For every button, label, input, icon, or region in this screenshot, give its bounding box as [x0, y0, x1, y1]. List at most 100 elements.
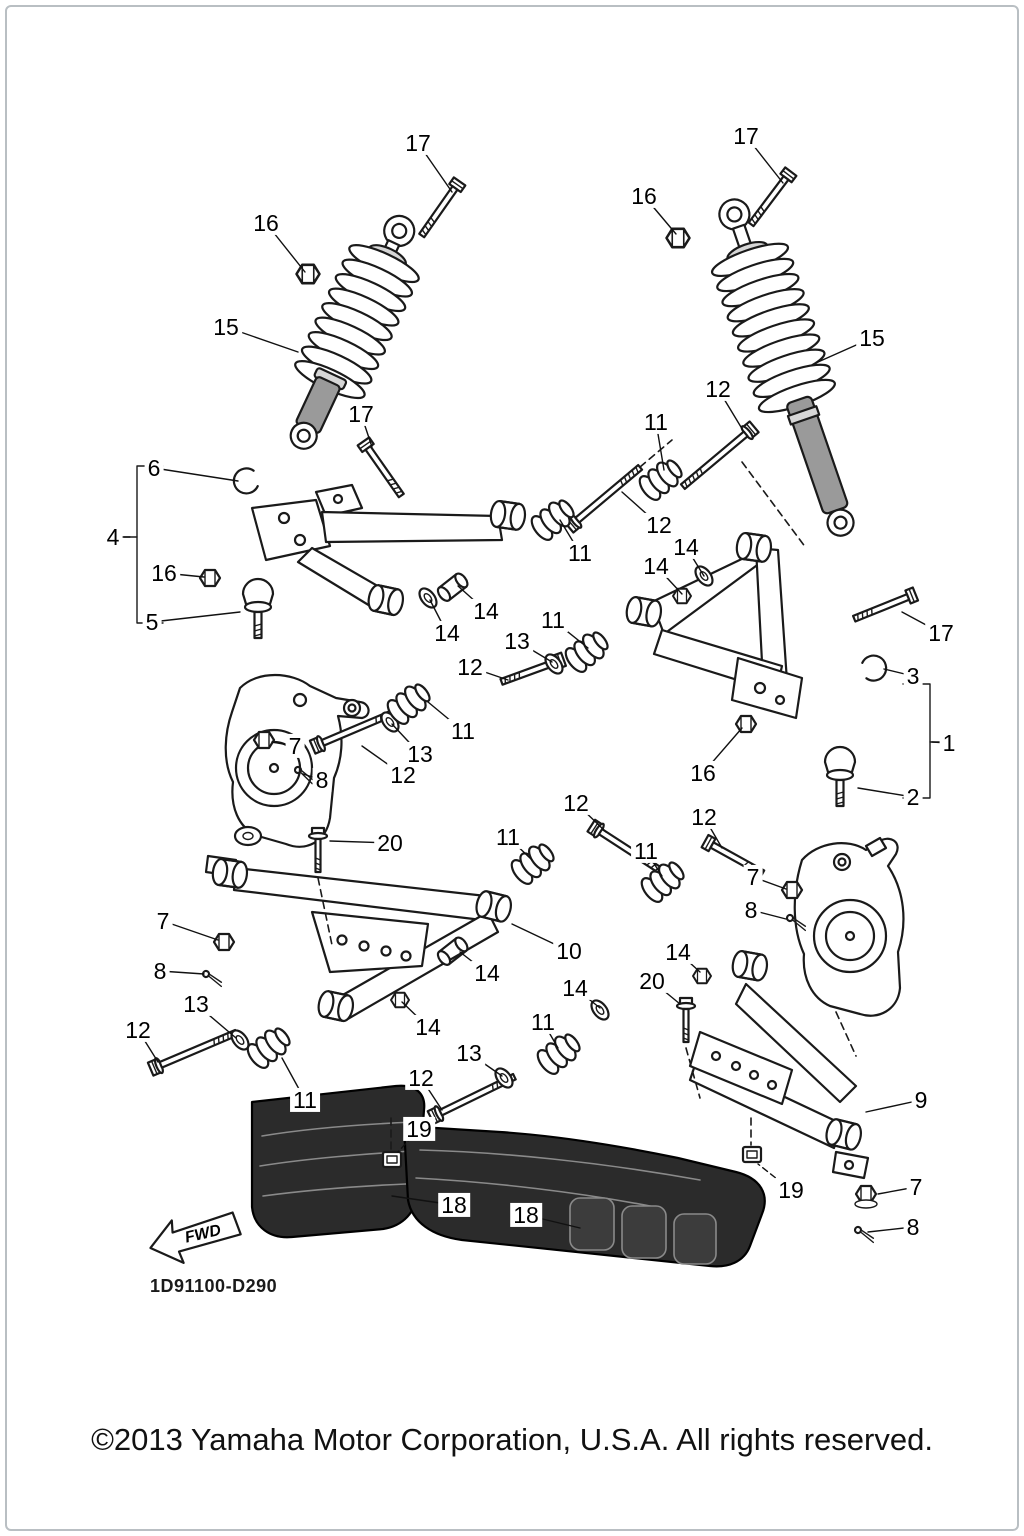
bolt-12	[562, 460, 647, 535]
lower-left-control-arm	[204, 854, 515, 1024]
callout-7: 7	[743, 865, 763, 889]
callout-8: 8	[312, 768, 332, 792]
bushing-cylinder	[623, 594, 664, 629]
callout-5: 5	[142, 610, 162, 634]
callout-8: 8	[741, 898, 761, 922]
bushing-cylinder	[315, 988, 357, 1024]
upper-right-control-arm	[623, 531, 804, 720]
right-shock-absorber	[710, 198, 855, 537]
callout-8: 8	[150, 959, 170, 983]
callout-11: 11	[631, 839, 661, 863]
construction-line	[685, 1047, 701, 1099]
callout-17: 17	[925, 621, 957, 645]
callout-16: 16	[628, 184, 660, 208]
bushing-11	[560, 626, 614, 677]
nut-7	[780, 880, 804, 900]
callout-15: 15	[856, 326, 888, 350]
right-steering-knuckle	[793, 836, 905, 1017]
nut-16	[198, 568, 222, 588]
callout-11: 11	[565, 541, 595, 565]
collar-14	[434, 570, 471, 605]
construction-line	[741, 461, 807, 549]
callout-16: 16	[148, 561, 180, 585]
callout-6: 6	[144, 456, 164, 480]
bolt-17	[850, 586, 920, 627]
callout-12: 12	[405, 1066, 437, 1090]
bolt-12	[676, 419, 761, 494]
callout-13: 13	[404, 742, 436, 766]
callout-12: 12	[688, 805, 720, 829]
callout-17: 17	[402, 131, 434, 155]
nut-14	[672, 587, 692, 605]
bolt-17	[744, 166, 798, 230]
callout-11: 11	[493, 825, 523, 849]
callout-1: 1	[939, 731, 959, 755]
flange-bolt-20	[307, 826, 329, 874]
construction-line	[639, 439, 673, 468]
copyright-text: ©2013 Yamaha Motor Corporation, U.S.A. A…	[91, 1422, 933, 1457]
construction-line	[317, 877, 333, 946]
construction-line	[835, 1011, 857, 1057]
nut-16	[295, 263, 321, 285]
lower-right-control-arm	[688, 948, 870, 1180]
callout-7: 7	[906, 1175, 926, 1199]
cotter-pin-8	[851, 1225, 878, 1244]
fwd-label: FWD	[183, 1222, 223, 1247]
leader-line	[151, 611, 241, 623]
bushing-cylinder	[488, 499, 528, 532]
callout-20: 20	[374, 831, 406, 855]
nut-14	[692, 967, 712, 985]
washer-14	[415, 584, 441, 612]
callout-12: 12	[454, 655, 486, 679]
bushing-11	[634, 454, 688, 505]
bushing-cylinder	[729, 948, 770, 983]
fwd-arrow: FWD	[149, 1211, 242, 1264]
ball-joint-2	[823, 745, 857, 808]
bolt-12	[146, 1024, 241, 1078]
bushing-cylinder	[734, 531, 774, 564]
skid-plate-18-left	[250, 1084, 426, 1239]
diagram-code: 1D91100-D290	[150, 1276, 278, 1296]
callout-16: 16	[687, 761, 719, 785]
bracket-line-4	[136, 465, 164, 624]
bolt-17	[356, 436, 409, 501]
nut-16	[734, 714, 758, 734]
nut-7	[252, 730, 276, 750]
callout-17: 17	[730, 124, 762, 148]
callout-12: 12	[643, 513, 675, 537]
callout-18: 18	[510, 1203, 542, 1227]
callout-19: 19	[775, 1178, 807, 1202]
callout-14: 14	[431, 621, 463, 645]
callout-14: 14	[470, 599, 502, 623]
callout-17: 17	[345, 402, 377, 426]
nut-16	[665, 227, 691, 249]
ball-joint-5	[241, 577, 275, 640]
callout-20: 20	[636, 969, 668, 993]
callout-9: 9	[911, 1088, 931, 1112]
callout-13: 13	[453, 1041, 485, 1065]
circlip-3	[860, 651, 891, 684]
callout-16: 16	[250, 211, 282, 235]
nut-7	[212, 932, 236, 952]
upper-left-control-arm	[250, 483, 528, 618]
callout-14: 14	[670, 535, 702, 559]
cotter-pin-8	[199, 969, 226, 988]
callout-8: 8	[903, 1215, 923, 1239]
callout-11: 11	[641, 410, 671, 434]
bushing-cylinder	[210, 857, 250, 890]
callout-14: 14	[559, 976, 591, 1000]
left-shock-absorber	[289, 214, 420, 450]
flange-nut-7	[854, 1184, 878, 1209]
clip-19	[381, 1150, 403, 1169]
callout-14: 14	[412, 1015, 444, 1039]
callout-10: 10	[553, 939, 585, 963]
callout-14: 14	[662, 940, 694, 964]
callout-12: 12	[560, 791, 592, 815]
skid-plate-18-right	[402, 1124, 766, 1268]
callout-13: 13	[180, 992, 212, 1016]
callout-11: 11	[528, 1010, 558, 1034]
callout-14: 14	[471, 961, 503, 985]
bushing-11	[242, 1022, 296, 1073]
